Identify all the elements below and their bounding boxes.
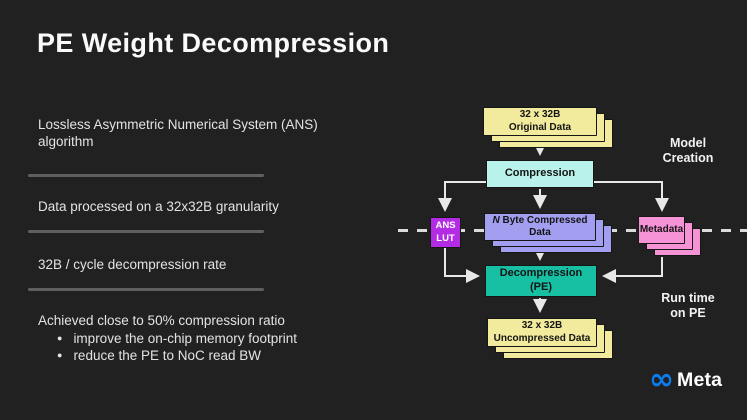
- original-data-label: 32 x 32B Original Data: [483, 107, 597, 136]
- divider: [28, 174, 264, 177]
- divider: [28, 230, 264, 233]
- meta-wordmark: Meta: [677, 368, 723, 391]
- compressed-data-label: N Byte Compressed Data: [484, 213, 596, 241]
- metadata-node: Metadata: [638, 216, 701, 256]
- compression-node: Compression: [486, 160, 594, 188]
- original-data-node: 32 x 32B Original Data: [483, 107, 613, 148]
- meta-infinity-icon: ∞: [649, 362, 674, 397]
- slide-title: PE Weight Decompression: [37, 28, 390, 58]
- runtime-label: Run time on PE: [661, 291, 715, 321]
- compressed-data-node: N Byte Compressed Data: [484, 213, 612, 253]
- text-item-rate: 32B / cycle decompression rate: [38, 257, 227, 272]
- ans-lut-label: ANS LUT: [430, 217, 461, 248]
- text-item-ans: Lossless Asymmetric Numerical System (AN…: [38, 117, 318, 149]
- decompression-label: Decompression (PE): [485, 265, 597, 297]
- bullet-dot-icon: ●: [57, 333, 63, 343]
- uncompressed-data-label: 32 x 32B Uncompressed Data: [487, 318, 597, 347]
- text-item-ratio: Achieved close to 50% compression ratio: [38, 313, 285, 328]
- list-item-label: reduce the PE to NoC read BW: [73, 348, 262, 363]
- model-creation-label: Model Creation: [662, 136, 714, 166]
- metadata-label: Metadata: [638, 216, 685, 244]
- list-item-label: improve the on-chip memory footprint: [73, 331, 298, 346]
- uncompressed-data-node: 32 x 32B Uncompressed Data: [487, 318, 613, 359]
- decompression-node: Decompression (PE): [485, 265, 597, 297]
- ans-lut-node: ANS LUT: [430, 217, 461, 248]
- bullet-dot-icon: ●: [57, 350, 63, 360]
- list-item: ● reduce the PE to NoC read BW: [38, 347, 374, 364]
- text-item-granularity: Data processed on a 32x32B granularity: [38, 199, 279, 214]
- divider: [28, 288, 264, 291]
- meta-logo: ∞ Meta: [649, 362, 723, 397]
- list-item: ● improve the on-chip memory footprint: [38, 330, 374, 347]
- compression-label: Compression: [486, 160, 594, 188]
